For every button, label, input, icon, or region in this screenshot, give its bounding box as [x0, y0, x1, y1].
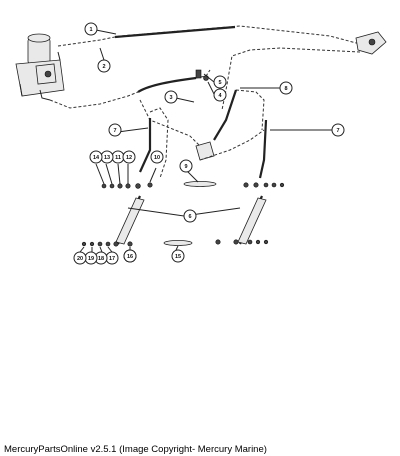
callout-label: 6 — [188, 214, 191, 220]
callout-label: 20 — [77, 256, 83, 262]
callout-label: 18 — [98, 256, 104, 262]
callout-label: 11 — [115, 155, 121, 161]
callout-label: 13 — [104, 155, 110, 161]
callout-label: 4 — [218, 93, 222, 99]
callout-label: 9 — [184, 164, 187, 170]
left-upper-fittings — [101, 182, 153, 189]
image-caption: MercuryPartsOnline v2.5.1 (Image Copyrig… — [4, 444, 267, 455]
callout-15: 15 — [171, 249, 185, 263]
callout-6: 6 — [183, 209, 197, 223]
right-fitting — [355, 31, 387, 55]
callout-label: 5 — [218, 80, 221, 86]
right-cylinder — [237, 195, 267, 245]
callout-9: 9 — [179, 159, 193, 173]
callout-label: 3 — [169, 95, 172, 101]
callout-16: 16 — [123, 249, 137, 263]
callout-label: 16 — [127, 254, 133, 260]
callout-label: 12 — [126, 155, 132, 161]
callout-10: 10 — [150, 150, 164, 164]
right-lower-fittings — [215, 239, 269, 245]
center-junction — [195, 141, 215, 161]
callout-label: 8 — [284, 86, 287, 92]
right-upper-fittings — [243, 182, 285, 188]
callout-label: 7 — [336, 128, 339, 134]
callout-4: 4 — [213, 88, 227, 102]
callout-label: 1 — [89, 27, 92, 33]
callout-label: 2 — [102, 64, 105, 70]
callout-5: 5 — [213, 75, 227, 89]
callout-label: 19 — [88, 256, 94, 262]
callout-11: 11 — [111, 150, 125, 164]
callout-14: 14 — [89, 150, 103, 164]
callout-7: 7 — [331, 123, 345, 137]
callout-19: 19 — [84, 251, 98, 265]
callout-label: 15 — [175, 254, 181, 260]
callout-8: 8 — [279, 81, 293, 95]
callout-label: 14 — [93, 155, 100, 161]
callout-2: 2 — [97, 59, 111, 73]
callout-13: 13 — [100, 150, 114, 164]
callouts: 1234567789101112131415161617181920 — [73, 22, 345, 265]
callout-17: 17 — [105, 251, 119, 265]
callout-1: 1 — [84, 22, 98, 36]
callout-12: 12 — [122, 150, 136, 164]
parts-diagram: 1234567789101112131415161617181920 — [15, 22, 387, 265]
callout-label: 10 — [154, 155, 160, 161]
leader-lines — [79, 29, 332, 253]
left-lower-fittings — [81, 241, 133, 247]
left-cylinder — [115, 195, 145, 245]
pump-assembly — [15, 33, 65, 101]
callout-7: 7 — [108, 123, 122, 137]
callout-label: 7 — [113, 128, 116, 134]
callout-20: 20 — [73, 251, 87, 265]
callout-label: 17 — [109, 256, 115, 262]
callout-3: 3 — [164, 90, 178, 104]
